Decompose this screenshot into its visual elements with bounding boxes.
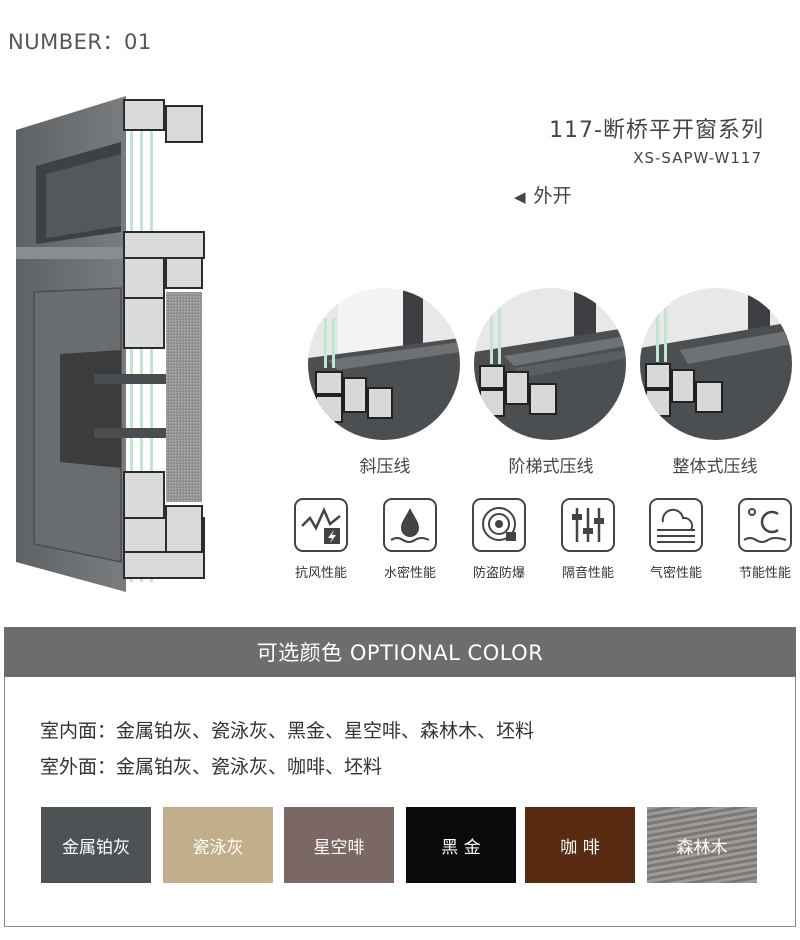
swatch-label: 星空啡 <box>313 837 365 858</box>
air-tightness-icon <box>649 498 703 552</box>
swatch-metal-platinum-grey: 金属铂灰 <box>41 807 151 883</box>
wind-resistance-icon <box>294 498 348 552</box>
profile-image-slanted <box>308 288 460 440</box>
profile-image-stepped <box>474 288 626 440</box>
feature-label-energy: 节能性能 <box>738 566 791 581</box>
profile-label-slanted: 斜压线 <box>359 457 411 477</box>
swatch-coffee: 咖 啡 <box>525 807 635 883</box>
feature-label-anti-theft: 防盗防爆 <box>472 566 525 581</box>
feature-label-water: 水密性能 <box>383 566 436 581</box>
swatch-forest-wood: 森林木 <box>647 807 757 883</box>
energy-saving-icon <box>738 498 792 552</box>
feature-label-air: 气密性能 <box>649 566 702 581</box>
number-label: NUMBER：01 <box>8 30 152 54</box>
triangle-left-icon: ◀ <box>514 188 526 206</box>
swatch-label: 咖 啡 <box>560 837 600 858</box>
swatch-label: 森林木 <box>676 837 728 858</box>
feature-label-wind: 抗风性能 <box>294 566 347 581</box>
profile-label-stepped: 阶梯式压线 <box>508 457 594 477</box>
exterior-colors-text: 室外面：金属铂灰、瓷泳灰、咖啡、坯料 <box>40 756 383 778</box>
product-title: 117-断桥平开窗系列 <box>549 118 764 143</box>
swatch-ceramic-grey: 瓷泳灰 <box>163 807 273 883</box>
water-tightness-icon <box>383 498 437 552</box>
opening-type-label: 外开 <box>533 185 572 207</box>
profile-label-integral: 整体式压线 <box>672 457 758 477</box>
profile-image-integral <box>640 288 792 440</box>
swatch-starry-brown: 星空啡 <box>284 807 394 883</box>
sound-insulation-icon <box>561 498 615 552</box>
window-profile-image <box>16 96 205 592</box>
product-model: XS-SAPW-W117 <box>633 149 762 167</box>
opening-type: ◀ 外开 <box>514 181 572 208</box>
swatch-label: 黑 金 <box>441 837 481 858</box>
interior-colors-text: 室内面：金属铂灰、瓷泳灰、黑金、星空啡、森林木、坯料 <box>40 720 535 742</box>
swatch-label: 金属铂灰 <box>62 837 130 858</box>
swatch-label: 瓷泳灰 <box>192 837 244 858</box>
anti-theft-icon <box>472 498 526 552</box>
feature-label-sound: 隔音性能 <box>561 566 614 581</box>
color-section-header: 可选颜色 OPTIONAL COLOR <box>4 627 796 677</box>
swatch-black-gold: 黑 金 <box>406 807 516 883</box>
